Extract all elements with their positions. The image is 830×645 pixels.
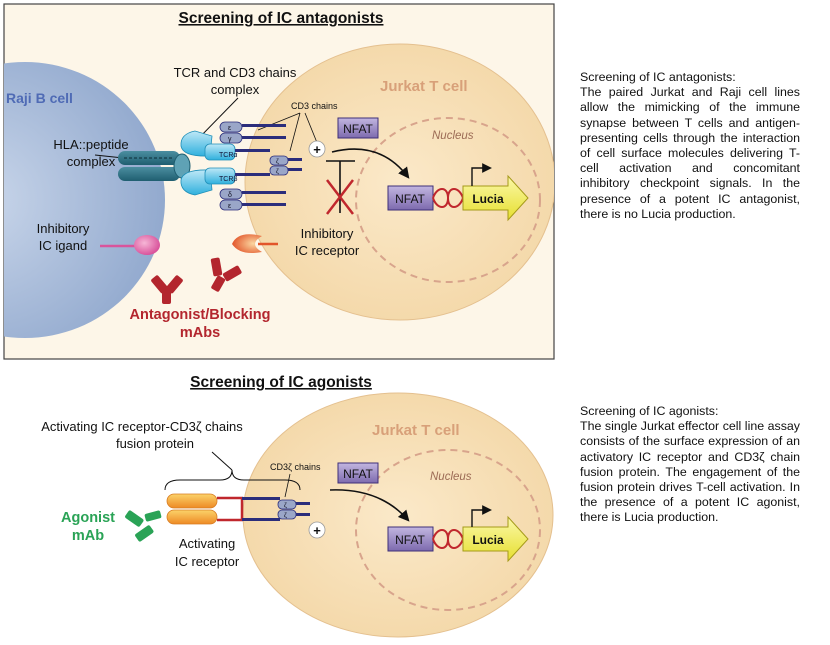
lucia-label: Lucia: [472, 192, 504, 206]
nfat-promoter-label-2: NFAT: [395, 533, 425, 547]
dna-loop-icon-2: [432, 188, 464, 208]
activating-receptor-label-line1: Activating: [179, 536, 235, 551]
cd3-subunit-epsilon-2: ε: [228, 203, 231, 210]
cd3z-leader-line: [284, 473, 291, 498]
cd3-subunit-delta: δ: [228, 192, 232, 199]
tcr-cd3-complex: TCRα TCRβ ε γ δ ε ζ: [180, 121, 302, 211]
cd3z-1: [277, 499, 297, 510]
cd3z-subunit-2: ζ: [284, 512, 287, 519]
fusion-label-line2: fusion protein: [116, 436, 194, 451]
tcr-beta-label: TCRβ: [219, 176, 237, 183]
cd3z-subunit-1: ζ: [284, 502, 287, 509]
tcr-alpha-label: TCRα: [219, 152, 237, 159]
cd3z-chains-label: CD3ζ chains: [270, 462, 321, 472]
cd3-zeta-1: [269, 155, 289, 166]
antagonists-description: Screening of IC antagonists: The paired …: [580, 70, 800, 222]
jurkat-label-2: Jurkat T cell: [372, 422, 460, 439]
nucleus: [355, 117, 541, 283]
inhibitory-receptor-label-line2: IC receptor: [295, 243, 360, 258]
panel-title-agonists: Screening of IC agonists: [190, 374, 372, 391]
cd3-transmembrane-bars: [235, 124, 272, 206]
agonist-label-line1: Agonist: [61, 510, 115, 526]
antagonist-panel: Screening of IC antagonists Raji B cell …: [3, 3, 555, 360]
inhibitory-ligand-label-line2: IC igand: [39, 238, 87, 253]
lucia-label-2: Lucia: [472, 533, 504, 547]
raji-label: Raji B cell: [6, 90, 73, 106]
transcription-start-arrow: [471, 163, 492, 186]
activation-plus-sign-2: +: [313, 523, 321, 538]
cd3-subunit-epsilon: ε: [228, 125, 231, 132]
receptor-domain-upper: [166, 493, 218, 509]
transmembrane-upper: [242, 497, 280, 500]
jurkat-t-cell: [244, 43, 554, 321]
inhibitory-receptor-label-line1: Inhibitory: [301, 226, 354, 241]
fusion-linker: [217, 496, 244, 522]
inhibitory-receptor: [232, 234, 262, 253]
nfat-translocation-arrow: [331, 148, 410, 179]
agonist-panel: Screening of IC agonists Jurkat T cell N…: [41, 374, 554, 638]
activation-plus-sign: +: [313, 142, 321, 157]
nucleus-label-2: Nucleus: [430, 471, 472, 483]
agonist-label-line2: mAb: [72, 528, 104, 544]
nfat-translocation-arrow-2: [329, 489, 410, 522]
tcr-label-line2: complex: [211, 82, 260, 97]
nucleus-label: Nucleus: [432, 130, 474, 142]
cd3z-tail-1: [296, 502, 310, 505]
cd3-intracellular-tails: [272, 124, 302, 206]
antagonists-heading: Screening of IC antagonists:: [580, 70, 736, 84]
agonists-body: The single Jurkat effector cell line ass…: [580, 419, 800, 525]
antagonists-body: The paired Jurkat and Raji cell lines al…: [580, 85, 800, 221]
agonists-description: Screening of IC agonists: The single Jur…: [580, 404, 800, 526]
raji-b-cell: [4, 62, 165, 338]
dna-loop-icon-4: [432, 529, 464, 549]
lucia-reporter-arrow-2: [462, 515, 529, 563]
tcr-label-line1: TCR and CD3 chains: [174, 65, 297, 80]
inhibitory-ligand: [134, 235, 160, 255]
hla-lower-domain: [118, 167, 180, 181]
cd3-zeta-2: [269, 165, 289, 176]
nfat-promoter-box: [387, 185, 434, 211]
blocking-antibody-1: [151, 275, 183, 304]
cd3z-tail-2: [296, 513, 310, 516]
hla-label-line1: HLA::peptide: [53, 137, 128, 152]
nfat-cytoplasm-label-2: NFAT: [343, 467, 373, 481]
fusion-protein: ζ ζ: [166, 493, 310, 525]
fusion-leader-line: [211, 451, 233, 471]
blocking-antibody-2: [210, 257, 242, 292]
agonist-antibody: [125, 510, 162, 542]
transcription-start-arrow-2: [471, 505, 492, 527]
activating-receptor-label-line2: IC receptor: [175, 554, 240, 569]
lucia-reporter-arrow: [462, 174, 529, 222]
blocking-mabs-label-line2: mAbs: [180, 325, 220, 341]
hla-label-line2: complex: [67, 154, 116, 169]
nfat-promoter-label: NFAT: [395, 192, 425, 206]
jurkat-label: Jurkat T cell: [380, 78, 468, 95]
nfat-cytoplasm-label: NFAT: [343, 122, 373, 136]
cd3-subunit-zeta-2: ζ: [276, 168, 279, 175]
transmembrane-lower: [242, 518, 280, 521]
blocking-mabs-label-line1: Antagonist/Blocking: [130, 307, 271, 323]
hla-peptide-complex: [118, 151, 191, 181]
nfat-cytoplasm-box: [337, 117, 379, 139]
cd3z-2: [277, 509, 297, 520]
nfat-cytoplasm-box-2: [337, 462, 379, 484]
cd3-subunit-gamma: γ: [228, 136, 232, 143]
cd3-chains-label: CD3 chains: [291, 101, 338, 111]
fusion-label-line1: Activating IC receptor-CD3ζ chains: [41, 419, 243, 434]
inhibition-cross-icon: [326, 179, 354, 215]
receptor-domain-lower: [166, 509, 218, 525]
panel-title-antagonists: Screening of IC antagonists: [179, 10, 384, 27]
activation-plus-badge-2: [308, 521, 326, 539]
cd3-subunit-zeta-1: ζ: [276, 158, 279, 165]
activation-plus-badge: [308, 140, 326, 158]
nucleus-2: [355, 449, 541, 611]
agonists-heading: Screening of IC agonists:: [580, 404, 719, 418]
inhibitory-ligand-label-line1: Inhibitory: [37, 221, 90, 236]
